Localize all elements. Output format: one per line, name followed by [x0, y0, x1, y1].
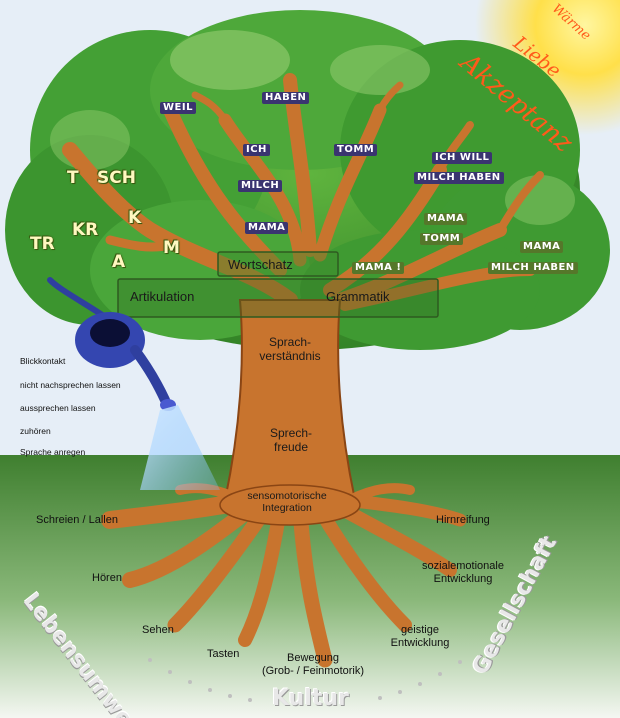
- crown-word-mama-tomm-1: MAMA: [424, 213, 468, 225]
- root-sozial-line1: sozialemotionale: [422, 560, 504, 572]
- crown-word-haben: HABEN: [262, 92, 310, 104]
- trunk-integration-line1: sensomotorische: [247, 490, 327, 502]
- trunk-sprechfreude-line2: freude: [273, 439, 309, 454]
- crown-word-mama-excl: MAMA !: [352, 262, 405, 274]
- trunk-sprachverstaendnis-line2: verständnis: [259, 348, 321, 363]
- crown-word-weil: WEIL: [160, 102, 196, 114]
- watering-item-zuhoeren: zuhören: [20, 426, 51, 436]
- band-artikulation: Artikulation: [130, 289, 195, 304]
- trunk-sprechfreude: Sprech- freude: [248, 426, 334, 455]
- root-hub: [219, 484, 361, 526]
- band-grammatik: Grammatik: [326, 289, 390, 304]
- trunk-sprachverstaendnis: Sprach- verständnis: [242, 335, 338, 364]
- root-bewegung: Bewegung (Grob- / Feinmotorik): [248, 652, 378, 678]
- root-schreien-lallen: Schreien / Lallen: [36, 514, 118, 526]
- root-geistige-entwicklung: geistige Entwicklung: [378, 624, 462, 650]
- articulation-grammar-band: [117, 278, 439, 318]
- crown-word-mama: MAMA: [245, 222, 289, 234]
- wortschatz-band: [217, 251, 339, 277]
- watering-item-nachsprechen: nicht nachsprechen lassen: [20, 380, 121, 390]
- root-sozial-line2: Entwicklung: [433, 573, 493, 586]
- sound-m: M: [163, 238, 180, 258]
- root-hoeren: Hören: [92, 572, 122, 584]
- band-wortschatz: Wortschatz: [228, 257, 293, 272]
- root-tasten: Tasten: [207, 648, 240, 660]
- sound-sch: SCH: [97, 168, 136, 188]
- crown-word-mama-milch-2: MILCH HABEN: [488, 262, 578, 274]
- root-geistige-line1: geistige: [401, 624, 439, 636]
- crown-word-ich: ICH: [243, 144, 270, 156]
- sound-a: A: [112, 252, 126, 272]
- watering-item-aussprechen: aussprechen lassen: [20, 403, 96, 413]
- watering-item-sprache-anregen: Sprache anregen: [20, 447, 86, 457]
- water-stream: [140, 405, 220, 490]
- root-sehen: Sehen: [142, 624, 174, 636]
- root-geistige-line2: Entwicklung: [390, 637, 450, 650]
- crown-word-milch-haben: MILCH HABEN: [414, 172, 504, 184]
- root-sozialemotionale-entwicklung: sozialemotionale Entwicklung: [398, 560, 528, 586]
- root-hirnreifung: Hirnreifung: [436, 514, 490, 526]
- trunk-sprechfreude-line1: Sprech-: [269, 426, 313, 440]
- sound-k: K: [128, 208, 142, 228]
- crown-word-milch: MILCH: [238, 180, 283, 192]
- arc-dots: [148, 658, 462, 702]
- sound-kr: KR: [72, 220, 99, 240]
- trunk: [223, 299, 357, 501]
- trunk-integration-line2: Integration: [262, 502, 312, 515]
- trunk-sprachverstaendnis-line1: Sprach-: [268, 335, 312, 349]
- watering-item-blickkontakt: Blickkontakt: [20, 356, 66, 366]
- crown-word-mama-milch-1: MAMA: [520, 241, 564, 253]
- trunk-integration: sensomotorische Integration: [222, 490, 352, 514]
- crown-word-tomm: TOMM: [334, 144, 378, 156]
- root-bewegung-line2: (Grob- / Feinmotorik): [261, 665, 365, 678]
- root-bewegung-line1: Bewegung: [287, 652, 339, 664]
- arc-kultur: Kultur: [272, 686, 349, 711]
- crown-word-ich-will: ICH WILL: [432, 152, 493, 164]
- sound-t: T: [67, 168, 79, 188]
- sound-tr: TR: [30, 234, 55, 254]
- crown-word-mama-tomm-2: TOMM: [420, 233, 464, 245]
